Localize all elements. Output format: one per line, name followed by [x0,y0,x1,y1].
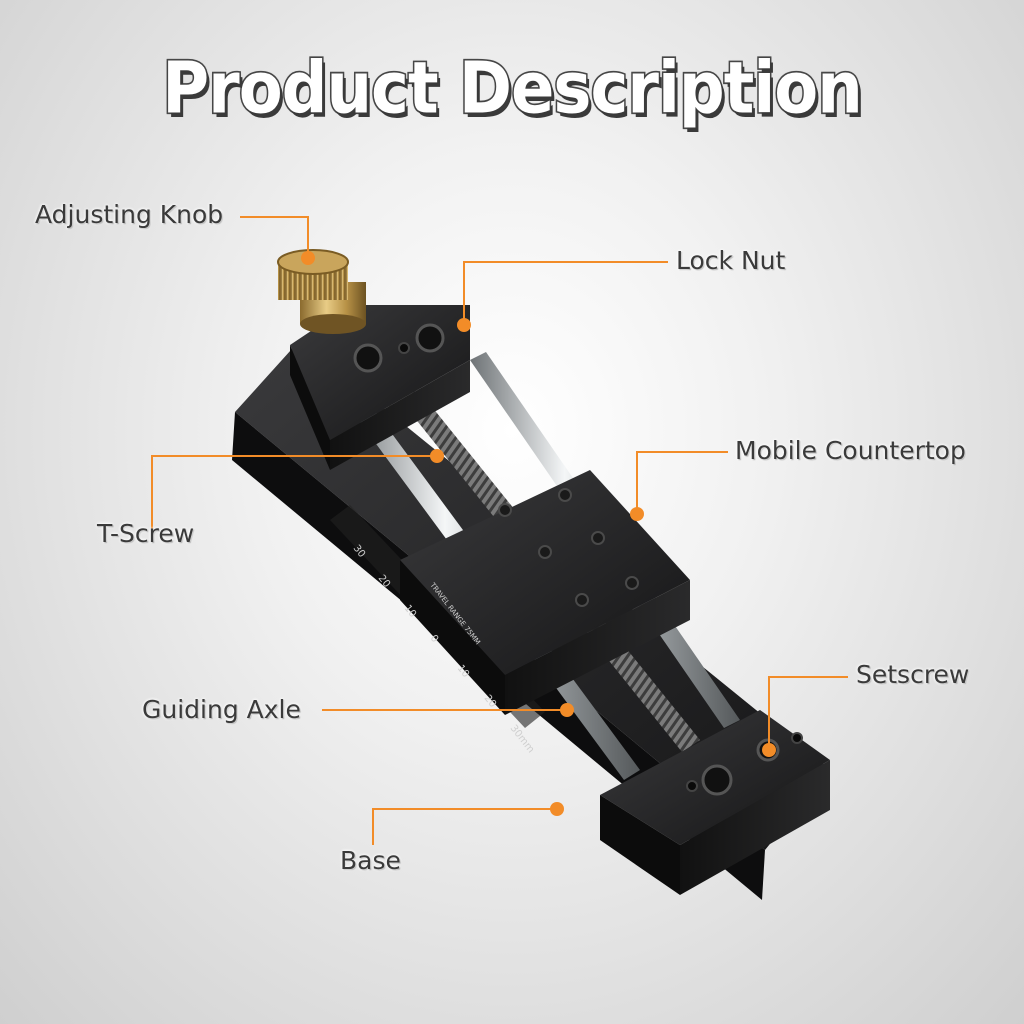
end-block-top [290,305,470,470]
label-setscrew: Setscrew [856,660,970,689]
callout-lines [151,216,848,845]
dot-base [550,802,564,816]
label-guiding-axle: Guiding Axle [142,695,301,724]
callout-dots [301,251,776,816]
leader-mobile-countertop [636,451,728,514]
adjusting-knob [277,249,366,334]
mobile-countertop [400,470,690,715]
leader-lock-nut [463,261,668,325]
dot-lock-nut [457,318,471,332]
dot-mobile-countertop [630,507,644,521]
leader-setscrew [768,676,848,750]
label-lock-nut: Lock Nut [676,246,786,275]
scale-tick: 30mm [508,723,537,755]
dot-guiding-axle [560,703,574,717]
dot-t-screw [430,449,444,463]
page-title: Product Description [161,46,865,132]
label-base: Base [340,846,401,875]
end-block-bottom [600,710,830,895]
label-mobile-countertop: Mobile Countertop [735,436,966,465]
scale-tick: 0 [428,633,441,645]
label-adjusting-knob: Adjusting Knob [35,200,224,229]
leader-base [372,808,557,845]
dot-adjusting-knob [301,251,315,265]
label-t-screw: T-Screw [97,519,195,548]
leader-adjusting-knob [240,216,309,258]
leader-t-screw [151,455,437,530]
dot-setscrew [762,743,776,757]
